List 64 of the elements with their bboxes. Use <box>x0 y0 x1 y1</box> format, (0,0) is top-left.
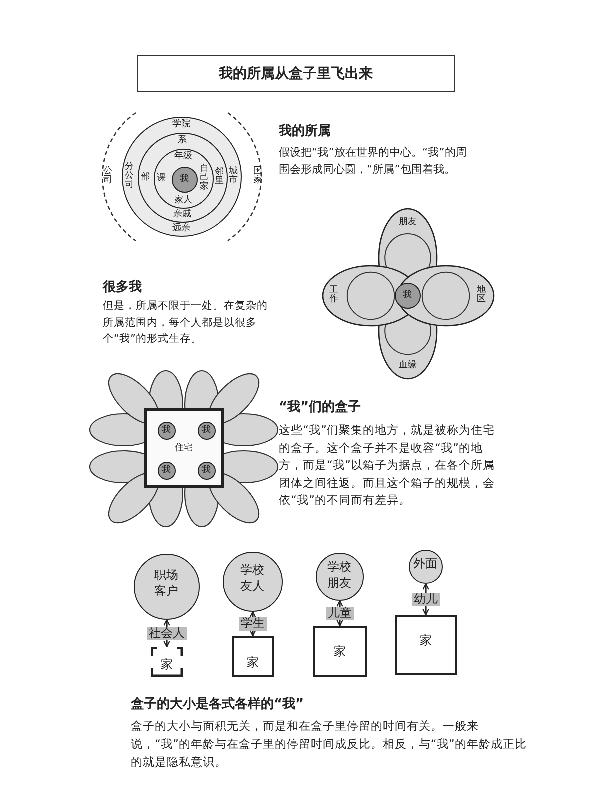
self-circle <box>158 462 176 480</box>
node-label: 我 <box>202 426 211 436</box>
edge-label: 儿童 <box>326 606 354 620</box>
node-label: 住宅 <box>175 444 193 454</box>
self-circle <box>172 167 198 193</box>
node-label: 职场客户 <box>154 566 179 599</box>
home-box <box>395 615 457 675</box>
node-label: 部 <box>141 172 150 182</box>
self-circle <box>158 422 176 440</box>
node-label: 地区 <box>477 286 486 306</box>
bracket-box <box>151 647 183 677</box>
self-circle <box>198 462 216 480</box>
paragraph: 盒子的大小与面积无关，而是和在盒子里停留的时间有关。一般来说，“我”的年龄与在盒子里的停留时间成反比。相反，与“我”的年龄成正比的就是隐私意识。 <box>131 718 528 771</box>
house-box <box>144 408 224 488</box>
petal-shape <box>378 208 438 265</box>
node-label: 分公司 <box>125 162 134 191</box>
node-label: 年级 <box>174 152 192 162</box>
outside-circle <box>409 550 443 584</box>
node-label: 我 <box>162 426 171 436</box>
node-label: 远亲 <box>172 224 190 234</box>
petal-shape <box>438 265 495 327</box>
node-label: 学校友人 <box>240 561 265 594</box>
ring-circle <box>138 133 228 223</box>
node-label: 家 <box>247 656 259 669</box>
node-label: 学校朋友 <box>327 558 352 591</box>
section-heading: 盒子的大小是各式各样的“我” <box>131 697 306 713</box>
section-heading: 我的所属 <box>279 124 332 140</box>
node-label: 自己家 <box>200 164 209 193</box>
self-circle <box>198 422 216 440</box>
node-label: 家 <box>334 645 346 658</box>
home-box <box>232 636 274 677</box>
paragraph: 假设把“我”放在世界的中心。“我”的周围会形成同心圆，“所属”包围着我。 <box>279 145 468 178</box>
node-label: 我 <box>180 174 189 184</box>
node-label: 外面 <box>414 557 438 570</box>
node-label: 学院 <box>172 120 190 130</box>
section-heading: “我”们的盒子 <box>279 400 362 416</box>
ring-circle <box>154 149 214 209</box>
paragraph: 但是，所属不限于一处。在复杂的所属范围内，每个人都是以很多个“我”的形式生存。 <box>103 299 269 347</box>
home-box <box>313 626 367 677</box>
edge-label: 学生 <box>239 617 267 631</box>
node-label: 邻里 <box>215 168 224 187</box>
node-label: 我 <box>162 466 171 476</box>
petal-shape <box>322 265 378 327</box>
edge-label: 社会人 <box>147 626 187 640</box>
ring-label: 公司 <box>104 168 112 186</box>
edge-label: 幼儿 <box>412 592 440 606</box>
section-heading: 很多我 <box>103 280 143 296</box>
node-label: 工作 <box>330 286 338 306</box>
node-label: 亲戚 <box>174 210 192 220</box>
ring-label: 国家 <box>254 168 262 186</box>
node-label: 城市 <box>229 167 238 186</box>
node-label: 家 <box>420 634 432 648</box>
node-label: 血缘 <box>399 360 417 370</box>
outside-circle <box>316 553 364 601</box>
node-label: 我 <box>202 466 211 476</box>
node-label: 朋友 <box>399 218 417 228</box>
paragraph: 这些“我”们聚集的地方，就是被称为住宅的盒子。这个盒子并不是收容“我”的地方，而是“我”以箱子为据点，在各个所属团体之间往返。而且这个箱子的规模，会依“我”的不同而有差异。 <box>279 422 496 509</box>
petal-shape <box>378 327 438 380</box>
title-box: 我的所属从盒子里飞出来 <box>137 55 455 92</box>
node-label: 家 <box>161 658 173 672</box>
node-label: 系 <box>178 136 187 146</box>
node-label: 课 <box>157 174 166 184</box>
node-label: 家人 <box>174 196 192 206</box>
node-label: 我 <box>403 290 412 300</box>
